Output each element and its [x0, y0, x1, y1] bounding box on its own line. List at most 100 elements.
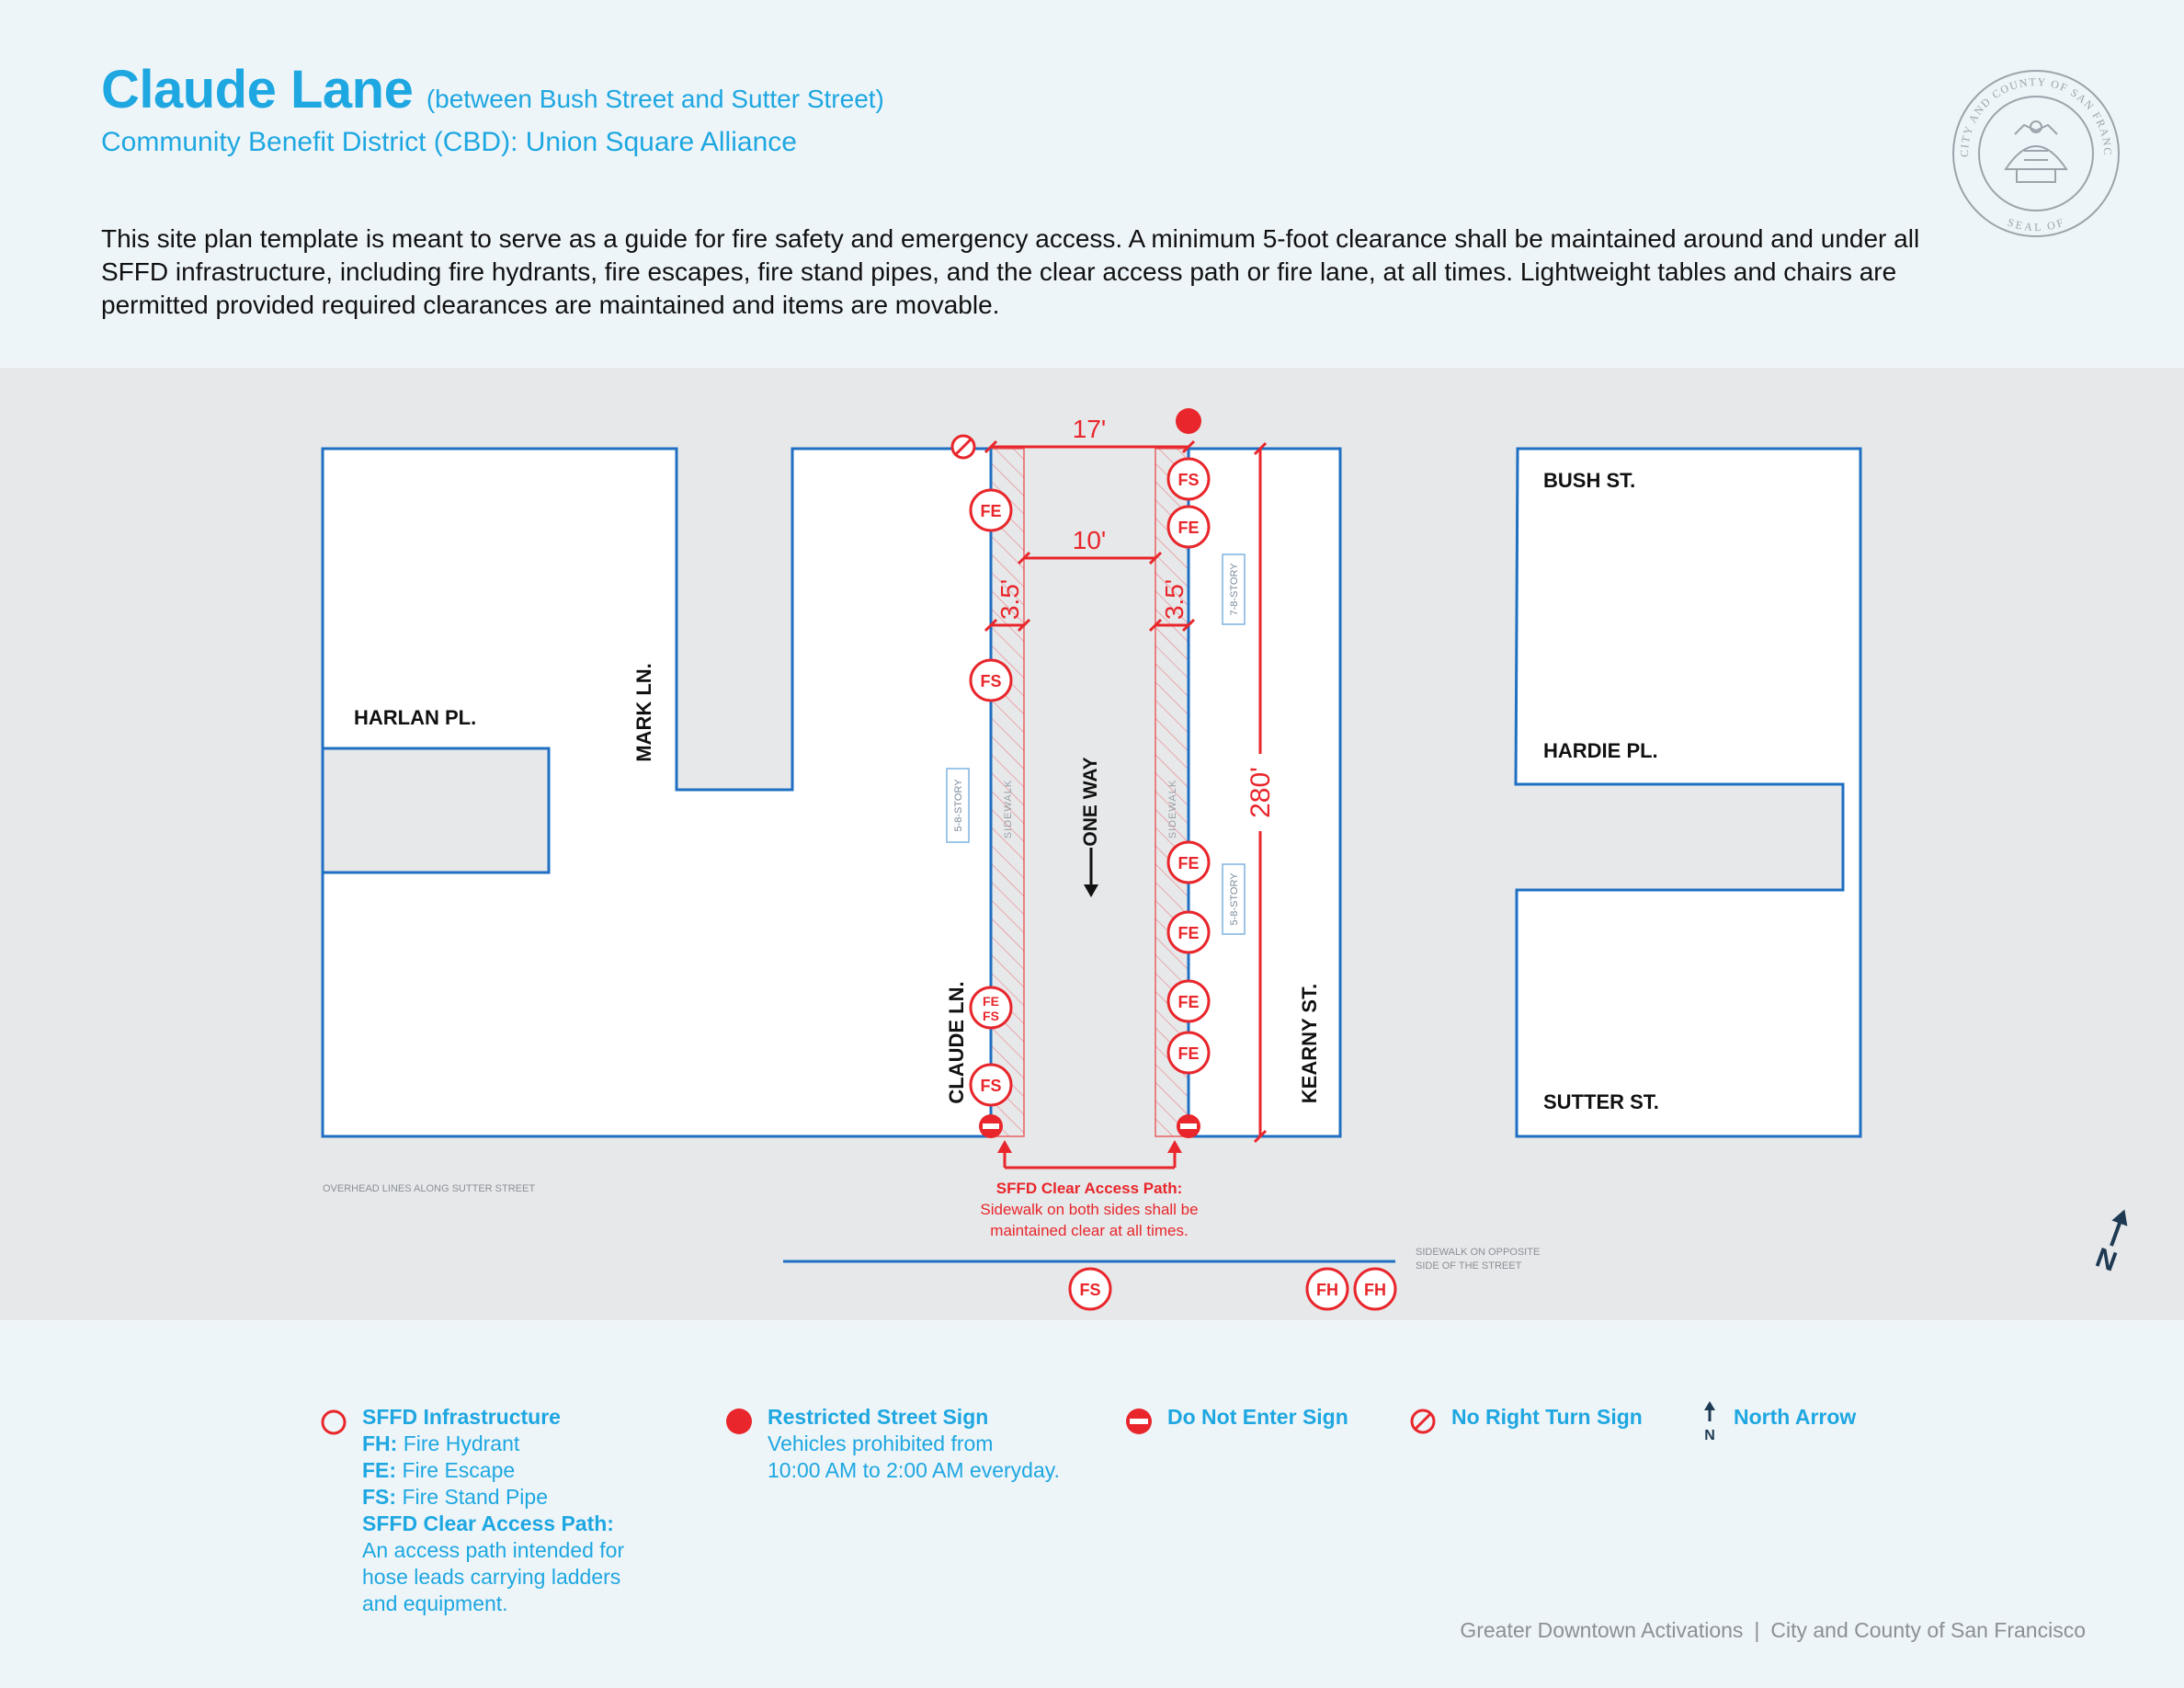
legend-restricted-line1: Vehicles prohibited from — [768, 1431, 994, 1455]
dimension-sidewalk-east-label: 3.5' — [1160, 579, 1189, 620]
title-note: (between Bush Street and Sutter Street) — [426, 85, 884, 113]
arrow-up-icon — [997, 1140, 1012, 1153]
legend-access-line2: hose leads carrying ladders — [362, 1565, 621, 1589]
legend-north-arrow: North Arrow — [1734, 1404, 1856, 1431]
legend-access-title: SFFD Clear Access Path: — [362, 1511, 614, 1535]
fire-escape-marker-text: FE — [1177, 993, 1199, 1011]
fire-escape-marker-text: FE — [1177, 854, 1199, 873]
fire-escape-standpipe-marker: FE FS — [969, 986, 1013, 1030]
fire-standpipe-marker-text: FS — [1177, 471, 1199, 489]
story-tag-right-top-text: 7-8-STORY — [1229, 563, 1240, 616]
overhead-lines-note: OVERHEAD LINES ALONG SUTTER STREET — [323, 1183, 535, 1194]
dimension-17ft-label: 17' — [1073, 415, 1107, 443]
north-arrow-icon: N — [2092, 1209, 2128, 1278]
opposite-sidewalk-note-1: SIDEWALK ON OPPOSITE — [1416, 1247, 1540, 1258]
dimension-sidewalk-west-label: 3.5' — [995, 579, 1024, 620]
legend-fs: FS: Fire Stand Pipe — [362, 1484, 665, 1511]
fire-standpipe-marker: FS — [969, 658, 1013, 702]
legend-restricted-title: Restricted Street Sign — [768, 1405, 989, 1429]
seal-text-bottom: SEAL OF — [2006, 215, 2065, 234]
legend-no-right-turn: No Right Turn Sign — [1451, 1404, 1643, 1431]
description-text: This site plan template is meant to serv… — [101, 224, 1920, 319]
dimension-17ft — [984, 439, 1196, 454]
access-path-title: SFFD Clear Access Path: — [996, 1180, 1183, 1197]
arrow-up-icon — [1167, 1140, 1182, 1153]
fire-hydrant-marker: FH — [1305, 1267, 1349, 1311]
street-label-kearny: KEARNY ST. — [1298, 984, 1321, 1103]
street-label-claude: CLAUDE LN. — [945, 981, 968, 1103]
page-title: Claude Lane — [101, 60, 414, 120]
legend-fh-label: Fire Hydrant — [403, 1431, 520, 1455]
legend-fe-label: Fire Escape — [402, 1458, 516, 1482]
fire-escape-marker: FE — [969, 488, 1013, 532]
restricted-street-sign-icon — [1176, 408, 1201, 434]
legend-infrastructure-title: SFFD Infrastructure — [362, 1405, 561, 1429]
fire-escape-marker-text: FE — [983, 994, 999, 1009]
legend-fs-code: FS: — [362, 1485, 397, 1509]
story-tag-left: 5-8-STORY — [946, 768, 970, 843]
opposite-sidewalk-note-2: SIDE OF THE STREET — [1416, 1260, 1522, 1272]
fire-escape-marker-text: FE — [1177, 924, 1199, 942]
legend-access-line1: An access path intended for — [362, 1538, 625, 1562]
no-right-turn-icon — [950, 434, 976, 460]
fire-escape-marker: FE — [1166, 979, 1211, 1023]
restricted-street-sign-icon — [726, 1409, 752, 1434]
story-tag-right-bottom-text: 5-8-STORY — [1229, 873, 1240, 926]
legend-access-line3: and equipment. — [362, 1591, 508, 1615]
one-way-label: ONE WAY — [1080, 757, 1101, 846]
footer-right: City and County of San Francisco — [1770, 1618, 2086, 1642]
legend-fs-label: Fire Stand Pipe — [402, 1485, 548, 1509]
fire-hydrant-marker: FH — [1353, 1267, 1397, 1311]
north-arrow-letter: N — [2092, 1242, 2121, 1277]
legend-north-arrow-title: North Arrow — [1734, 1405, 1857, 1429]
street-label-hardie: HARDIE PL. — [1543, 739, 1658, 762]
street-label-sutter: SUTTER ST. — [1543, 1090, 1659, 1113]
page-subtitle: Community Benefit District (CBD): Union … — [101, 127, 797, 157]
street-label-bush: BUSH ST. — [1543, 469, 1635, 492]
fire-standpipe-marker: FS — [1166, 457, 1211, 501]
do-not-enter-icon — [1126, 1409, 1152, 1434]
north-arrow-icon: N — [1704, 1401, 1715, 1442]
no-right-turn-icon — [1410, 1409, 1436, 1434]
fire-hydrant-marker-text: FH — [1316, 1281, 1338, 1299]
fire-escape-marker: FE — [1166, 505, 1211, 549]
dimension-sidewalk-west — [984, 618, 1031, 633]
access-path-line1: Sidewalk on both sides shall be — [980, 1201, 1198, 1218]
street-label-mark: MARK LN. — [632, 663, 655, 762]
fire-escape-marker: FE — [1166, 840, 1211, 884]
sidewalk-label-east: SIDEWALK — [1167, 780, 1178, 838]
story-tag-right-bottom: 5-8-STORY — [1222, 863, 1246, 935]
legend-do-not-enter-title: Do Not Enter Sign — [1167, 1405, 1348, 1429]
fire-escape-marker-text: FE — [980, 502, 1001, 520]
legend-sffd-infrastructure: SFFD Infrastructure FH: Fire Hydrant FE:… — [362, 1404, 665, 1617]
legend-restricted-street-sign: Restricted Street Sign Vehicles prohibit… — [768, 1404, 1098, 1484]
clear-access-path-bracket — [1003, 1149, 1177, 1169]
fire-standpipe-marker: FS — [969, 1063, 1013, 1107]
dimension-280ft — [1253, 441, 1268, 1144]
fire-escape-marker: FE — [1166, 1031, 1211, 1075]
fire-standpipe-marker-text: FS — [1079, 1281, 1100, 1299]
building-block-east — [1514, 447, 1862, 1138]
do-not-enter-icon — [1177, 1114, 1200, 1138]
legend-fh-code: FH: — [362, 1431, 398, 1455]
legend-fe: FE: Fire Escape — [362, 1457, 665, 1484]
legend-no-right-turn-title: No Right Turn Sign — [1451, 1405, 1643, 1429]
fire-standpipe-marker-text: FS — [980, 672, 1001, 690]
street-label-harlan: HARLAN PL. — [354, 706, 476, 729]
fire-standpipe-marker-text: FS — [980, 1077, 1001, 1095]
fire-standpipe-marker: FS — [1068, 1267, 1112, 1311]
fire-escape-marker-text: FE — [1177, 519, 1199, 537]
sidewalk-label-west: SIDEWALK — [1003, 780, 1014, 838]
footer: Greater Downtown Activations|City and Co… — [1460, 1618, 2086, 1643]
footer-separator: | — [1754, 1618, 1760, 1642]
svg-text:SEAL OF: SEAL OF — [2006, 215, 2066, 234]
dimension-sidewalk-east — [1148, 618, 1196, 633]
story-tag-left-text: 5-8-STORY — [953, 779, 964, 832]
dimension-10ft-label: 10' — [1073, 526, 1107, 554]
legend-do-not-enter: Do Not Enter Sign — [1167, 1404, 1348, 1431]
fire-escape-marker-text: FE — [1177, 1044, 1199, 1063]
access-path-line2: maintained clear at all times. — [990, 1222, 1188, 1239]
fire-hydrant-marker-text: FH — [1364, 1281, 1386, 1299]
legend-fe-code: FE: — [362, 1458, 397, 1482]
